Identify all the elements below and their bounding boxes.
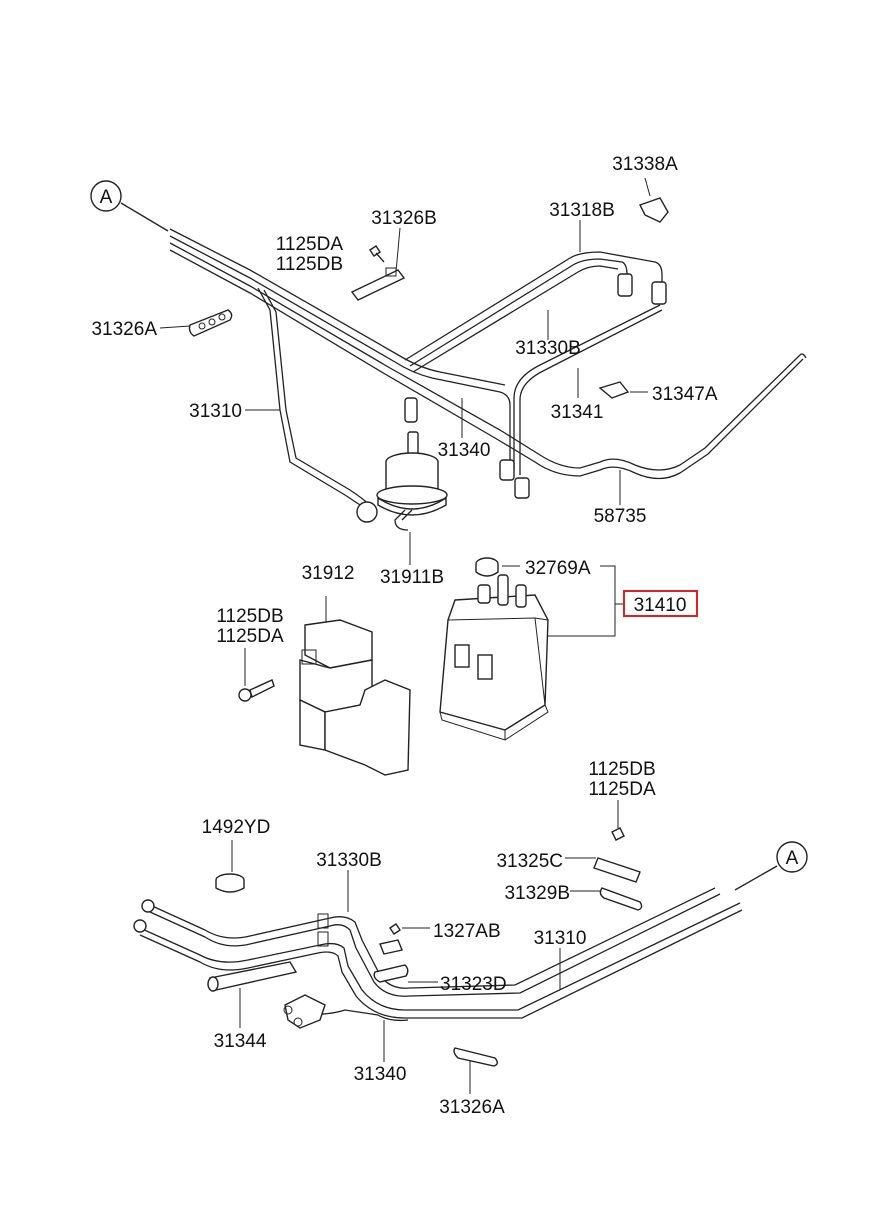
ref-marker-bottom-label: A [786, 848, 799, 869]
label-1125DB-top: 1125DB [276, 254, 343, 275]
clip-31326B [350, 267, 406, 301]
ref-marker-bottom: A [734, 841, 808, 891]
clips-bottom [373, 827, 643, 1067]
connector-31340-bottom [283, 994, 385, 1062]
bracket-31912 [299, 596, 411, 776]
pipe-31318B [404, 251, 667, 373]
ref-marker-top: A [90, 180, 169, 232]
label-32769A: 32769A [525, 558, 591, 579]
label-31410: 31410 [634, 595, 687, 616]
label-31326A-bottom: 31326A [439, 1097, 505, 1118]
main-line-bundle [169, 228, 807, 480]
clip-31347A [598, 381, 630, 399]
label-1125DA-mid: 1125DA [216, 626, 284, 647]
clip-31338A [639, 197, 669, 223]
highlight-box-31410 [623, 590, 698, 617]
bolt-1125DA-top [369, 245, 385, 263]
label-31323D: 31323D [440, 974, 507, 995]
pipe-31310-top [257, 287, 378, 523]
leaders-bottom [347, 800, 619, 1094]
label-58735: 58735 [594, 506, 647, 527]
part-labels: 31338A 31326B 31318B 1125DA 1125DB 31326… [91, 154, 717, 1118]
label-1327AB: 1327AB [433, 921, 501, 942]
label-31326B: 31326B [371, 208, 437, 229]
label-31329B: 31329B [504, 883, 570, 904]
label-1125DB-mid: 1125DB [216, 606, 283, 627]
label-31340-bottom: 31340 [354, 1064, 407, 1085]
hose-31344 [207, 961, 298, 1028]
label-31338A: 31338A [612, 154, 678, 175]
label-31325C: 31325C [496, 851, 563, 872]
leaders-top [159, 177, 651, 565]
ref-marker-top-label: A [100, 187, 113, 208]
label-31326A-top: 31326A [91, 319, 157, 340]
bolt-1125DB-mid [238, 648, 275, 702]
clip-31326A-top [188, 309, 233, 337]
pipe-31341 [499, 304, 663, 499]
fuel-filter [376, 397, 448, 531]
label-31341: 31341 [551, 402, 604, 423]
label-31318B: 31318B [549, 200, 615, 221]
label-31912: 31912 [302, 563, 355, 584]
label-31344: 31344 [214, 1031, 267, 1052]
label-1125DA-top: 1125DA [276, 234, 344, 255]
label-31347A: 31347A [652, 384, 718, 405]
canister-31410 [439, 557, 549, 741]
label-1125DB-right: 1125DB [588, 759, 655, 780]
pipes-bottom [133, 887, 743, 1022]
label-31310-top: 31310 [189, 401, 242, 422]
label-1492YD: 1492YD [202, 817, 271, 838]
label-31310-bottom: 31310 [534, 928, 587, 949]
label-31330B-bottom: 31330B [316, 850, 382, 871]
label-31340-top: 31340 [438, 440, 491, 461]
label-31911B: 31911B [380, 567, 444, 588]
plug-1492YD [215, 840, 245, 893]
label-31330B-top: 31330B [515, 338, 581, 359]
label-1125DA-right: 1125DA [588, 779, 656, 800]
